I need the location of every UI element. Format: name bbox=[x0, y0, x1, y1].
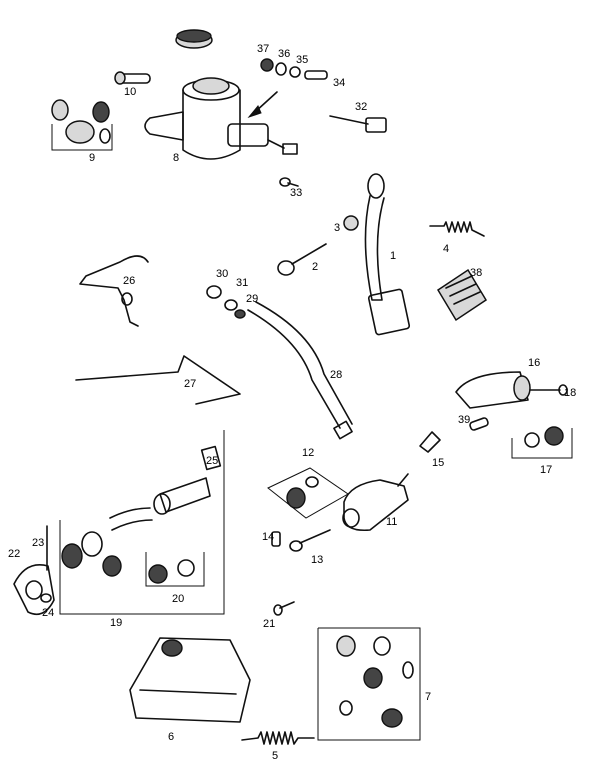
hose-washers bbox=[206, 285, 246, 319]
slave-cylinder-16 bbox=[455, 371, 573, 459]
label-part-36: 36 bbox=[278, 48, 290, 60]
flexible-hose-28 bbox=[247, 301, 353, 440]
screw-14 bbox=[271, 531, 281, 547]
label-part-7: 7 bbox=[425, 691, 431, 703]
label-part-26: 26 bbox=[123, 275, 135, 287]
label-part-25: 25 bbox=[206, 455, 218, 467]
label-part-28: 28 bbox=[330, 369, 342, 381]
label-part-20: 20 bbox=[172, 593, 184, 605]
label-part-9: 9 bbox=[89, 152, 95, 164]
pipe-26 bbox=[79, 255, 149, 327]
screw-21 bbox=[273, 601, 295, 616]
label-part-27: 27 bbox=[184, 378, 196, 390]
clevis-32 bbox=[329, 115, 387, 133]
label-part-17: 17 bbox=[540, 464, 552, 476]
label-part-37: 37 bbox=[257, 43, 269, 55]
label-part-39: 39 bbox=[458, 414, 470, 426]
label-part-11: 11 bbox=[386, 516, 397, 528]
label-part-16: 16 bbox=[528, 357, 540, 369]
part-labels: 1 2 3 4 5 6 7 8 9 10 11 12 13 14 15 16 1… bbox=[8, 43, 576, 762]
seal-kit-7 bbox=[317, 627, 421, 741]
seal-kit-9 bbox=[51, 99, 113, 151]
washer-24 bbox=[40, 593, 52, 603]
label-part-2: 2 bbox=[312, 261, 318, 273]
bleed-nipple-15 bbox=[419, 431, 441, 453]
label-part-13: 13 bbox=[311, 554, 323, 566]
seal-kit-12 bbox=[267, 467, 349, 519]
flange-22 bbox=[13, 564, 55, 616]
bolt-39 bbox=[469, 417, 489, 431]
screw-33 bbox=[279, 177, 299, 187]
label-part-19: 19 bbox=[110, 617, 122, 629]
label-part-22: 22 bbox=[8, 548, 20, 560]
label-part-3: 3 bbox=[334, 222, 340, 234]
bolt-10 bbox=[114, 71, 151, 85]
label-part-34: 34 bbox=[333, 77, 345, 89]
label-part-15: 15 bbox=[432, 457, 444, 469]
pipe-27 bbox=[75, 355, 241, 405]
label-part-6: 6 bbox=[168, 731, 174, 743]
label-part-29: 29 bbox=[246, 293, 258, 305]
pedal-pad-38 bbox=[436, 268, 488, 322]
label-part-32: 32 bbox=[355, 101, 367, 113]
label-part-10: 10 bbox=[124, 86, 136, 98]
master-cylinder-body-6 bbox=[129, 637, 251, 723]
label-part-24: 24 bbox=[42, 607, 54, 619]
label-part-31: 31 bbox=[236, 277, 248, 289]
label-part-4: 4 bbox=[443, 243, 449, 255]
label-part-1: 1 bbox=[390, 250, 396, 262]
label-part-35: 35 bbox=[296, 54, 308, 66]
label-part-38: 38 bbox=[470, 267, 482, 279]
repair-kit-19 bbox=[59, 430, 225, 615]
clutch-pedal-lever bbox=[364, 173, 411, 336]
bush-3 bbox=[343, 215, 359, 231]
master-cylinder bbox=[144, 29, 298, 160]
spring-5 bbox=[241, 731, 315, 745]
return-spring-4 bbox=[429, 221, 485, 237]
pivot-pin-2 bbox=[277, 243, 327, 276]
label-part-18: 18 bbox=[564, 387, 576, 399]
label-part-8: 8 bbox=[173, 152, 179, 164]
label-part-33: 33 bbox=[290, 187, 302, 199]
label-part-21: 21 bbox=[263, 618, 275, 630]
label-part-5: 5 bbox=[272, 750, 278, 762]
label-part-12: 12 bbox=[302, 447, 314, 459]
slave-cylinder-11 bbox=[342, 473, 409, 532]
pushrod-13 bbox=[289, 529, 331, 552]
label-part-14: 14 bbox=[262, 531, 274, 543]
nut-washer-bolt-set bbox=[260, 58, 328, 80]
label-part-23: 23 bbox=[32, 537, 44, 549]
label-part-30: 30 bbox=[216, 268, 228, 280]
